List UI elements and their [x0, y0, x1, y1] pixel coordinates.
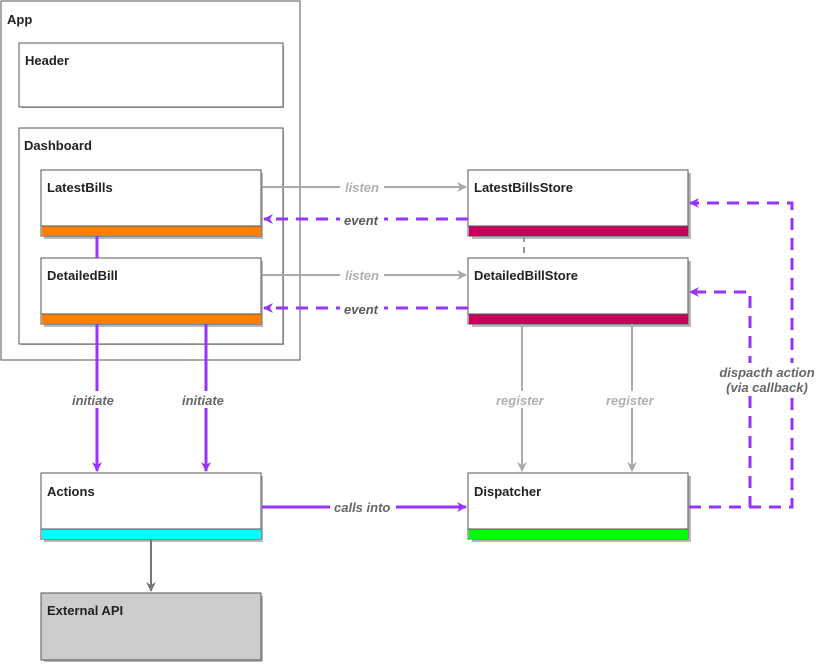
event-label-1: event [344, 213, 379, 228]
detailed-bill-store-title: DetailedBillStore [474, 268, 578, 283]
dispatcher-bar [469, 529, 688, 539]
dispatcher-box: Dispatcher [467, 472, 691, 542]
latest-bills-bar [42, 226, 261, 236]
register-label-2: register [606, 393, 655, 408]
listen-label-2: listen [345, 268, 379, 283]
actions-box: Actions [40, 472, 263, 542]
detailed-bill-title: DetailedBill [47, 268, 118, 283]
dispatch-callback-arrow-1 [689, 198, 794, 509]
external-api-title: External API [47, 603, 123, 618]
latest-bills-store-box: LatestBillsStore [467, 169, 691, 239]
dispatch-callback-label: (via callback) [726, 380, 808, 395]
initiate-label-1: initiate [72, 393, 114, 408]
header-box: Header [18, 42, 284, 108]
detailed-bill-bar [42, 314, 261, 324]
external-api-box: External API [40, 592, 263, 662]
app-title: App [7, 12, 32, 27]
initiate-label-2: initiate [182, 393, 224, 408]
listen-label-1: listen [345, 180, 379, 195]
dispatch-action-label: dispacth action [719, 365, 814, 380]
calls-into-label: calls into [334, 500, 390, 515]
dispatcher-title: Dispatcher [474, 484, 541, 499]
detailed-bill-box: DetailedBill [40, 257, 263, 327]
register-label-1: register [496, 393, 545, 408]
event-label-2: event [344, 302, 379, 317]
latest-bills-store-title: LatestBillsStore [474, 180, 573, 195]
latest-bills-box: LatestBills [40, 169, 263, 239]
detailed-bill-store-box: DetailedBillStore [467, 257, 691, 327]
latest-bills-title: LatestBills [47, 180, 113, 195]
latest-bills-store-bar [469, 226, 688, 236]
detailed-bill-store-bar [469, 314, 688, 324]
dispatch-callback-arrow-2 [689, 287, 752, 509]
actions-title: Actions [47, 484, 95, 499]
actions-bar [42, 529, 261, 539]
dashboard-title: Dashboard [24, 138, 92, 153]
header-title: Header [25, 53, 69, 68]
